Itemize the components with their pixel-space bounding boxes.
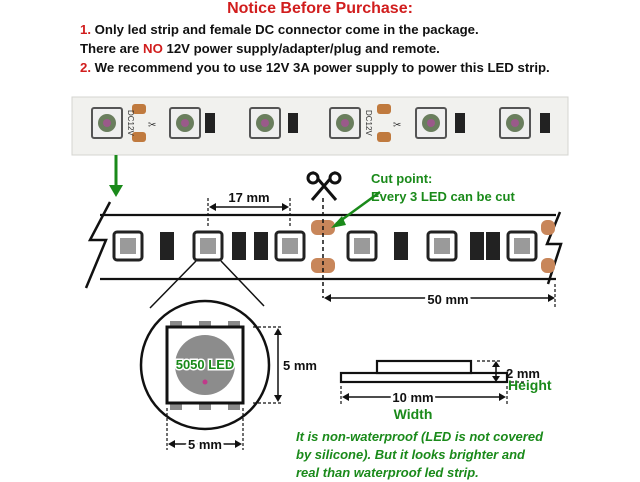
photo-resistor xyxy=(205,113,215,133)
cut-point-desc: Every 3 LED can be cut xyxy=(371,189,515,204)
strip-resistor xyxy=(254,232,268,260)
led-width-dimension xyxy=(166,408,244,450)
led-spacing-label: 17 mm xyxy=(228,190,269,205)
led-height-label: 5 mm xyxy=(283,358,317,373)
photo-copper-pad xyxy=(132,104,146,114)
note-no-power: There are NO 12V power supply/adapter/pl… xyxy=(80,41,440,56)
strip-width-caption: Width xyxy=(394,406,433,422)
page-title: Notice Before Purchase: xyxy=(227,0,413,17)
photo-dc-label: DC12V xyxy=(126,110,135,136)
scissors-icon xyxy=(306,171,342,201)
photo-led-6 xyxy=(499,107,531,139)
strip-resistor xyxy=(232,232,246,260)
segment-length-label: 50 mm xyxy=(427,292,468,307)
photo-copper-pad xyxy=(377,104,391,114)
strip-height-label: 2 mm xyxy=(506,366,540,381)
photo-dc-label: DC12V xyxy=(364,110,373,136)
photo-led-1 xyxy=(91,107,123,139)
strip-led-3 xyxy=(274,230,306,262)
photo-scissors-icon: ✂ xyxy=(393,120,401,131)
note-no-power-emphasis: NO xyxy=(143,41,163,56)
photo-led-3 xyxy=(249,107,281,139)
cut-point-title: Cut point: xyxy=(371,171,432,186)
photo-led-5 xyxy=(415,107,447,139)
photo-copper-pad xyxy=(377,132,391,142)
magnified-led xyxy=(139,299,271,431)
note-no-power-pre: There are xyxy=(80,41,144,56)
photo-resistor xyxy=(540,113,550,133)
strip-led-4 xyxy=(346,230,378,262)
strip-led-1 xyxy=(112,230,144,262)
led-model-label: 5050 LED xyxy=(176,357,235,372)
note-1-number: 1. xyxy=(80,22,91,37)
photo-resistor xyxy=(288,113,298,133)
strip-resistor xyxy=(160,232,174,260)
strip-cross-section xyxy=(339,359,509,384)
strip-resistor xyxy=(470,232,484,260)
photo-led-4 xyxy=(329,107,361,139)
strip-height-caption: Height xyxy=(508,377,552,393)
note-2-text: We recommend you to use 12V 3A power sup… xyxy=(94,60,550,75)
silicone-note-line: by silicone). But it looks brighter and xyxy=(296,447,525,462)
cut-pad xyxy=(311,258,335,273)
cut-pad-end xyxy=(541,220,555,235)
photo-led-2 xyxy=(169,107,201,139)
note-1: 1. Only led strip and female DC connecto… xyxy=(80,22,479,37)
led-height-dimension xyxy=(253,326,282,404)
photo-scissors-icon: ✂ xyxy=(148,120,156,131)
segment-length-dimension xyxy=(324,284,556,308)
strip-led-6 xyxy=(506,230,538,262)
strip-led-5 xyxy=(426,230,458,262)
led-spacing-dimension xyxy=(207,198,291,226)
photo-copper-pad xyxy=(132,132,146,142)
cut-pad-end xyxy=(541,258,555,273)
strip-led-2 xyxy=(192,230,224,262)
note-no-power-post: 12V power supply/adapter/plug and remote… xyxy=(162,41,440,56)
silicone-note-line: It is non-waterproof (LED is not covered xyxy=(296,429,544,444)
note-1-text: Only led strip and female DC connector c… xyxy=(94,22,479,37)
strip-resistor xyxy=(394,232,408,260)
silicone-note-line: real than waterproof led strip. xyxy=(296,465,479,480)
strip-resistor xyxy=(486,232,500,260)
cut-point-arrow-icon xyxy=(331,190,381,228)
led-width-label: 5 mm xyxy=(188,437,222,452)
strip-width-dimension xyxy=(340,386,508,404)
photo-resistor xyxy=(455,113,465,133)
strip-width-label: 10 mm xyxy=(392,390,433,405)
green-down-arrow-icon xyxy=(109,155,123,197)
zoom-line xyxy=(220,260,265,307)
zoom-line xyxy=(149,260,197,309)
product-photo: DC12V DC12V ✂ ✂ xyxy=(71,96,569,156)
strip-height-dimension xyxy=(477,360,524,383)
note-2-number: 2. xyxy=(80,60,91,75)
silicone-note: It is non-waterproof (LED is not covered… xyxy=(296,428,543,482)
note-2: 2. We recommend you to use 12V 3A power … xyxy=(80,60,550,75)
